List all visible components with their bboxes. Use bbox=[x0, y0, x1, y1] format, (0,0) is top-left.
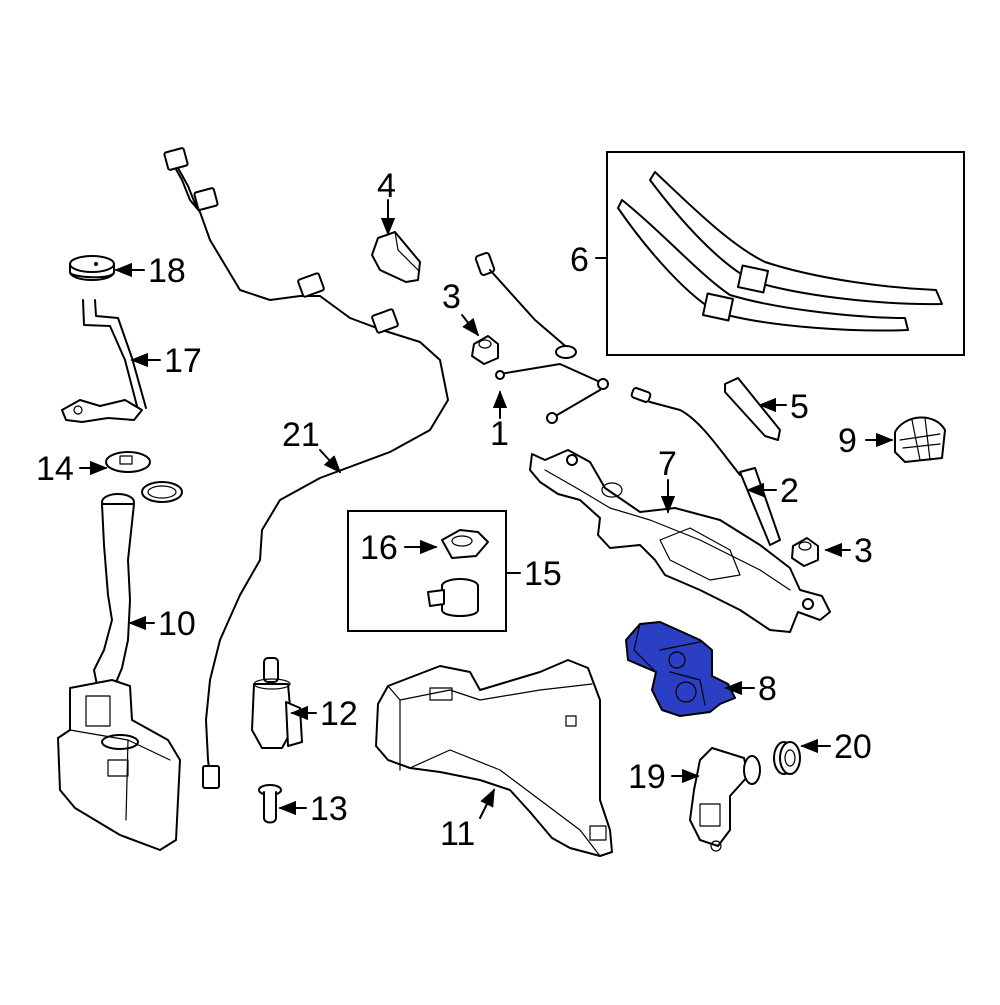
callout-16: 16 bbox=[360, 529, 398, 567]
part-14-filler-cap[interactable] bbox=[105, 451, 183, 503]
part-9-grommet[interactable] bbox=[894, 416, 946, 463]
part-16-seal-cap[interactable] bbox=[441, 529, 489, 559]
callout-19: 19 bbox=[628, 758, 666, 796]
part-11-reservoir-tank[interactable] bbox=[375, 659, 613, 857]
callout-1: 1 bbox=[490, 415, 509, 453]
part-8-wiper-motor[interactable] bbox=[625, 621, 736, 717]
part-6-wiper-blades[interactable] bbox=[606, 151, 965, 356]
part-20-grommet[interactable] bbox=[773, 741, 801, 775]
callout-18: 18 bbox=[148, 252, 186, 290]
callout-3-lower: 3 bbox=[854, 532, 873, 570]
callout-6: 6 bbox=[570, 241, 589, 279]
callout-17: 17 bbox=[164, 342, 202, 380]
part-15-pump-motor[interactable] bbox=[427, 578, 479, 617]
callout-21: 21 bbox=[282, 416, 320, 454]
part-21-wiring-harness[interactable] bbox=[163, 147, 449, 789]
part-10-washer-reservoir[interactable] bbox=[57, 493, 181, 851]
part-3-nut-lower[interactable] bbox=[791, 537, 819, 567]
callout-11: 11 bbox=[440, 815, 475, 853]
callout-10: 10 bbox=[158, 605, 196, 643]
part-19-sensor-connector[interactable] bbox=[689, 747, 761, 852]
callout-15: 15 bbox=[524, 555, 562, 593]
part-13-bolt[interactable] bbox=[258, 784, 282, 824]
callout-leaders bbox=[79, 199, 894, 819]
part-15-pump-kit[interactable] bbox=[347, 510, 507, 632]
callout-5: 5 bbox=[790, 388, 809, 426]
callout-3-upper: 3 bbox=[442, 278, 461, 316]
callout-4: 4 bbox=[377, 167, 396, 205]
callout-20: 20 bbox=[834, 728, 872, 766]
callout-2: 2 bbox=[780, 472, 799, 510]
part-12-washer-pump[interactable] bbox=[251, 657, 303, 749]
part-7-wiper-linkage[interactable] bbox=[529, 449, 831, 633]
callout-9: 9 bbox=[838, 422, 857, 460]
callout-14: 14 bbox=[36, 450, 74, 488]
part-18-cap[interactable] bbox=[69, 255, 115, 281]
part-2-wiper-arm[interactable] bbox=[630, 387, 781, 546]
callout-12: 12 bbox=[320, 695, 358, 733]
callout-13: 13 bbox=[310, 790, 348, 828]
part-4-cover-cap[interactable] bbox=[371, 231, 421, 283]
part-1-wiper-arm[interactable] bbox=[474, 252, 609, 424]
callout-7: 7 bbox=[658, 445, 677, 483]
part-3-nut-upper[interactable] bbox=[471, 335, 499, 365]
part-17-bracket[interactable] bbox=[61, 299, 147, 423]
callout-8: 8 bbox=[758, 670, 777, 708]
part-5-seal[interactable] bbox=[724, 377, 781, 441]
callout-labels: 1 2 3 3 4 5 6 7 8 9 10 11 12 13 14 15 16… bbox=[36, 167, 873, 853]
